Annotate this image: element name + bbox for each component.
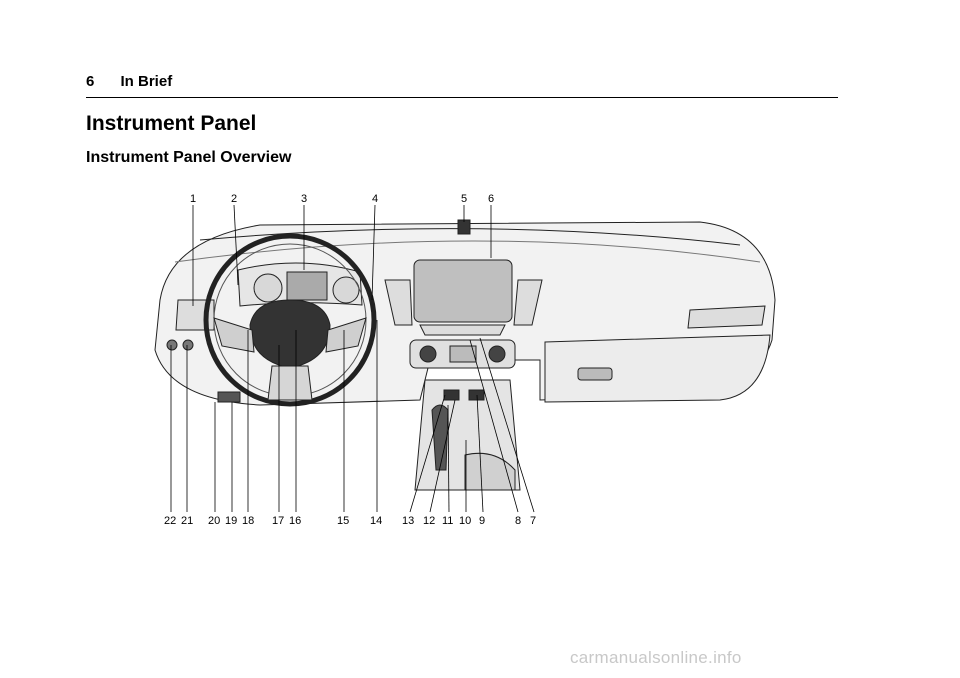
callout-7: 7 [530,515,536,527]
cluster-left-gauge [253,273,283,303]
leader-2 [233,204,239,286]
windshield-edge [174,240,761,263]
callout-15: 15 [337,515,349,527]
watermark: carmanualsonline.info [570,648,742,667]
callout-4: 4 [372,193,378,205]
steering-wheel-spoke-right [325,317,367,353]
glovebox [544,334,771,403]
header-rule [86,97,838,98]
leader-8 [469,339,519,513]
callout-17: 17 [272,515,284,527]
center-vent-left [384,279,413,326]
callout-14: 14 [370,515,382,527]
callout-22: 22 [164,515,176,527]
cluster-right-gauge [332,276,360,304]
steering-wheel-hub [249,299,331,369]
mirror-mount [457,219,471,235]
dashboard-top-line [199,228,741,246]
steering-wheel-spoke-bottom [267,365,313,401]
infotainment-display [413,259,513,323]
callout-2: 2 [231,193,237,205]
section-name: In Brief [120,73,173,90]
right-air-vent [687,305,766,329]
leader-13 [409,394,446,513]
display-bezel-bottom [419,324,506,336]
callout-19: 19 [225,515,237,527]
page-header: 6 In Brief [86,73,172,90]
console-switch-right [468,389,485,401]
leader-7 [479,337,535,513]
callout-10: 10 [459,515,471,527]
leader-12 [429,399,456,513]
page-number: 6 [86,73,95,90]
lower-left-switch-b [182,339,194,351]
climate-knob-left [419,345,437,363]
callout-8: 8 [515,515,521,527]
callout-1: 1 [190,193,196,205]
callout-13: 13 [402,515,414,527]
console-switch-left [443,389,460,401]
callout-11: 11 [442,515,453,527]
callout-20: 20 [208,515,220,527]
page-title: Instrument Panel [86,112,257,135]
callout-3: 3 [301,193,307,205]
leader-11 [447,404,450,513]
lower-left-switch-a [166,339,178,351]
cupholder [464,452,516,491]
callout-12: 12 [423,515,435,527]
callout-5: 5 [461,193,467,205]
callout-18: 18 [242,515,254,527]
climate-knob-right [488,345,506,363]
cluster-center-display [286,271,328,301]
climate-buttons [449,345,477,363]
callout-6: 6 [488,193,494,205]
section-subtitle: Instrument Panel Overview [86,149,292,166]
callout-9: 9 [479,515,485,527]
steering-wheel-rim [203,233,377,407]
center-vent-right [513,279,543,326]
callout-21: 21 [181,515,193,527]
leader-9 [476,394,484,513]
callout-16: 16 [289,515,301,527]
steering-wheel-spoke-left [213,317,255,353]
leader-4 [371,204,376,301]
shift-lever [431,404,449,471]
lower-left-control [217,391,241,403]
glovebox-handle [577,367,613,381]
